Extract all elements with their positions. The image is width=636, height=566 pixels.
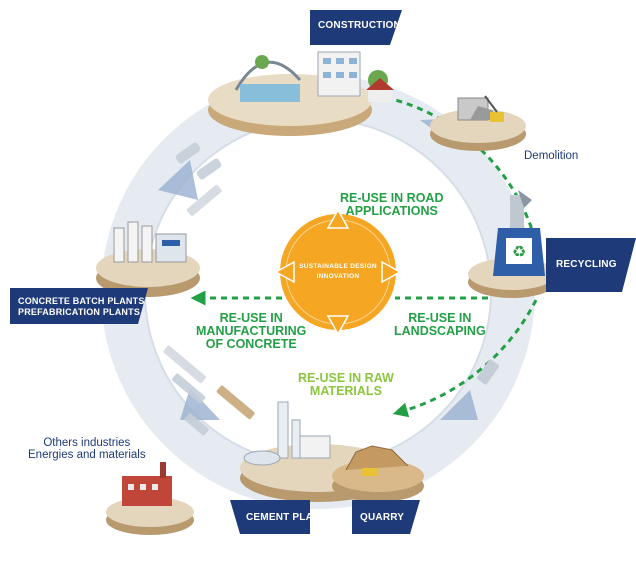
hub-arrow-right-icon	[381, 260, 402, 284]
hub-arrow-up-icon	[326, 208, 350, 229]
recycling-label: RECYCLING	[556, 259, 617, 270]
hub-arrow-left-icon	[274, 260, 295, 284]
recycling-banner-shape	[546, 238, 636, 292]
others-industries-label: Others industries Energies and materials	[28, 437, 146, 462]
flow-to-quarry	[392, 299, 538, 418]
quarry-banner-shape	[352, 500, 420, 534]
recycling-island-image: ♻	[468, 190, 556, 298]
demolition-label: Demolition	[524, 150, 579, 162]
batch-plants-banner-shape	[10, 288, 148, 324]
quarry-label: QUARRY	[360, 512, 405, 523]
ring-arrow-icon	[158, 160, 198, 200]
batch-plant-island-image	[96, 221, 200, 297]
construction-label: CONSTRUCTION	[318, 20, 401, 31]
cement-plant-label: CEMENT PLANT	[246, 512, 327, 523]
construction-banner-shape	[310, 10, 402, 45]
hub-text: SUSTAINABLE DESIGN INNOVATION	[299, 263, 377, 280]
reuse-raw-materials-label: RE-USE IN RAW MATERIALS	[298, 371, 394, 399]
batch-plants-label: CONCRETE BATCH PLANTS PREFABRICATION PLA…	[18, 296, 145, 317]
dump-truck-image	[476, 359, 500, 385]
mixer-trucks-image	[175, 142, 222, 216]
ring-arrow-icon	[440, 390, 478, 420]
hub-arrow-down-icon	[326, 315, 350, 336]
sustainable-design-hub	[280, 214, 396, 330]
reuse-landscaping-label: RE-USE IN LANDSCAPING	[394, 311, 486, 339]
recycle-icon: ♻	[512, 242, 526, 261]
factory-island-image	[106, 462, 194, 535]
quarry-island-image	[332, 445, 424, 502]
flow-to-construction	[337, 84, 542, 261]
ring-arrow-icon	[180, 388, 220, 420]
cement-plant-banner-shape	[230, 500, 310, 534]
transport-trucks-image	[163, 345, 255, 436]
demolition-island-image	[430, 95, 526, 151]
construction-island-image	[208, 51, 394, 136]
reuse-road-label: RE-USE IN ROAD APPLICATIONS	[340, 191, 444, 219]
reuse-concrete-label: RE-USE IN MANUFACTURING OF CONCRETE	[196, 311, 307, 352]
